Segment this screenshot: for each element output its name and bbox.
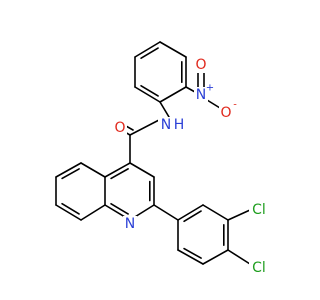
- carbonyl-double-bond: [125, 125, 134, 131]
- quinoline-benzo-bond: [80, 162, 106, 178]
- nitrophenyl-bond: [134, 86, 161, 103]
- nitro-nitrogen-label: N: [196, 87, 206, 103]
- atom-label-layer: O N H N + O O - N Cl Cl: [113, 57, 269, 276]
- nitrophenyl-bond: [159, 41, 187, 58]
- nitro-single-bond: [206, 99, 221, 109]
- dichlorophenyl-double-bond: [183, 247, 202, 259]
- dichlorophenyl-bond: [202, 249, 229, 265]
- amide-n-aryl-bond: [159, 101, 170, 118]
- quinoline-benzo-bond: [80, 204, 106, 221]
- quinoline-benzo-double-bond: [61, 202, 80, 215]
- quinoline-pyridine-bond: [104, 162, 131, 178]
- nitrophenyl-bond: [159, 86, 187, 103]
- dichlorophenyl-bond: [202, 204, 229, 221]
- amide-nitrogen-label: N: [161, 117, 171, 133]
- dichlorophenyl-bond: [177, 204, 204, 221]
- nitro-oxygen-right-label: O: [220, 105, 231, 121]
- amide-hydrogen-label: H: [174, 117, 185, 133]
- quinoline-benzo-double-bond: [61, 168, 80, 180]
- dichlorophenyl-double-bond: [183, 210, 202, 223]
- aryl-aryl-bond: [153, 204, 179, 221]
- nitrophenyl-double-bond: [140, 84, 159, 97]
- amide-cn-bond: [129, 119, 160, 136]
- quinoline-pyridine-double-bond: [110, 168, 129, 180]
- bond-layer: [55, 41, 251, 265]
- nitro-oxygen-top-label: O: [195, 57, 206, 73]
- nitrophenyl-bond: [134, 41, 161, 58]
- quinoline-benzo-bond: [55, 204, 82, 221]
- nitrophenyl-double-bond: [140, 47, 159, 60]
- c-cl-bond: [227, 249, 251, 265]
- molecule-structure: O N H N + O O - N Cl Cl: [55, 41, 269, 276]
- amide-oxygen-label: O: [114, 120, 125, 136]
- chlorine-lower-label: Cl: [252, 260, 266, 276]
- quinoline-pyridine-double-bond: [110, 202, 129, 215]
- quinoline-benzo-bond: [55, 162, 82, 178]
- quinoline-pyridine-bond: [129, 162, 155, 178]
- nitro-c-n-bond: [185, 86, 196, 93]
- c-cl-bond: [227, 209, 251, 221]
- chlorine-upper-label: Cl: [252, 202, 266, 218]
- nitro-oxygen-charge: -: [233, 100, 237, 111]
- quinoline-nitrogen-label: N: [125, 216, 135, 232]
- dichlorophenyl-bond: [177, 249, 204, 265]
- nitro-nitrogen-charge: +: [206, 83, 214, 94]
